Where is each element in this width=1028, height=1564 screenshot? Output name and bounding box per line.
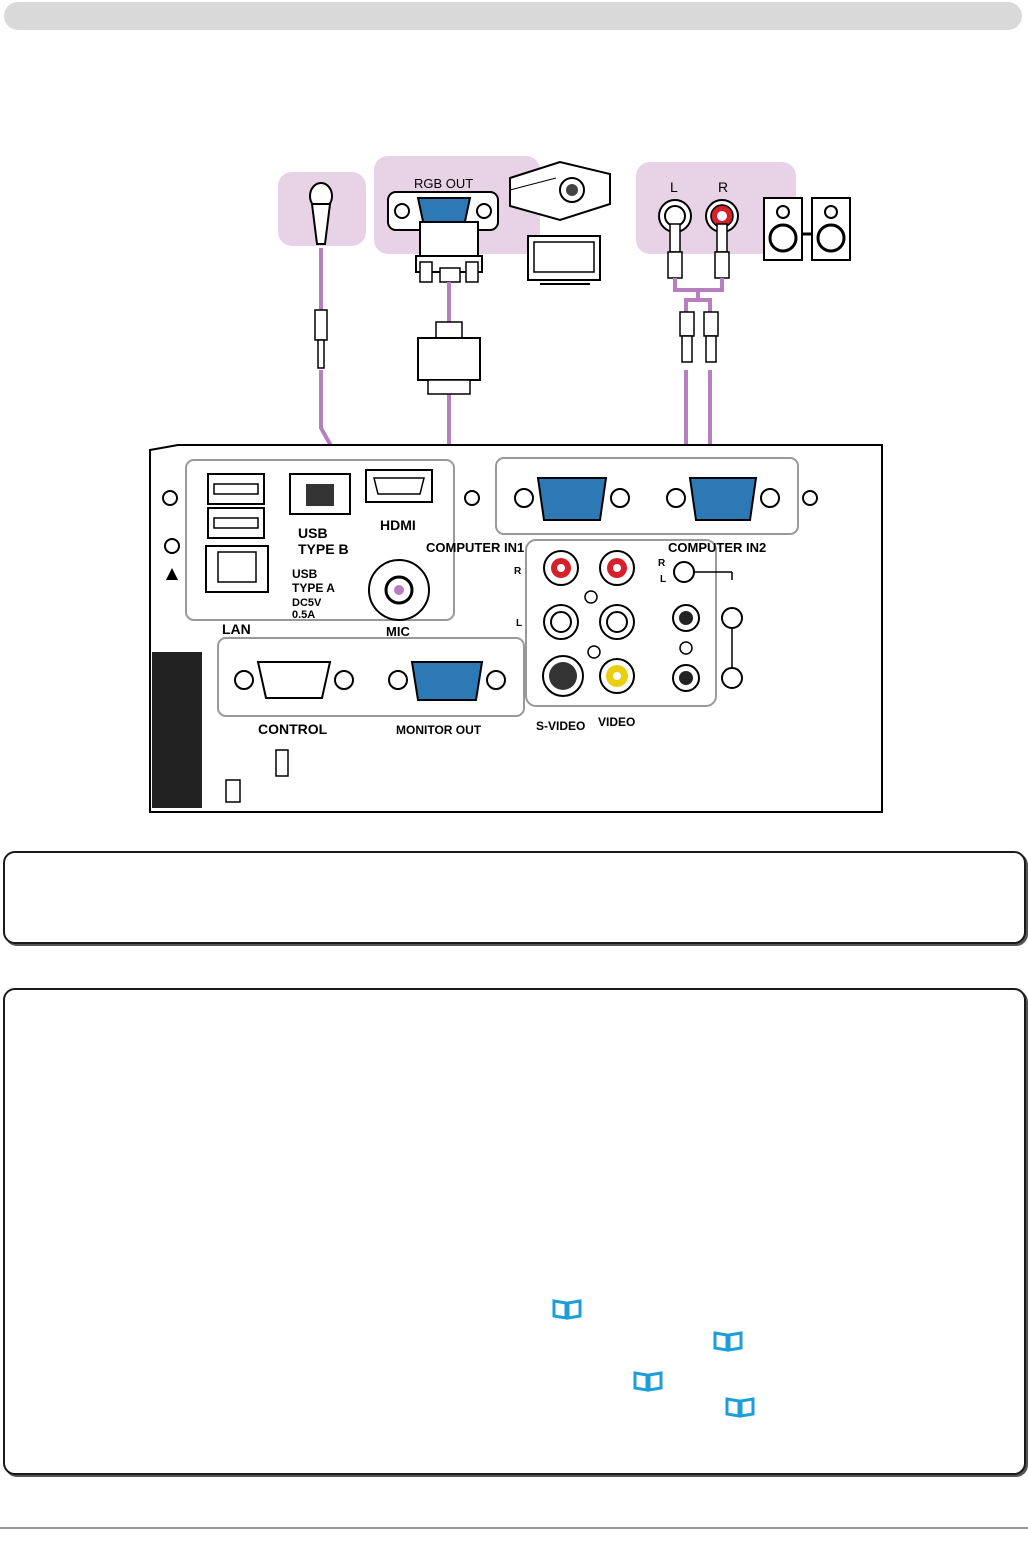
control-port bbox=[234, 661, 354, 699]
mic-label: MIC bbox=[386, 624, 410, 639]
computer-in1-label: COMPUTER IN1 bbox=[426, 540, 524, 555]
audio-in2-r-label: R bbox=[658, 558, 666, 569]
audio-out-r-jack bbox=[705, 199, 739, 233]
note-box-top bbox=[3, 851, 1026, 944]
video-label: VIDEO bbox=[598, 715, 635, 729]
usb-type-a-label-4: 0.5A bbox=[292, 609, 315, 621]
connection-diagram: RGB OUT L R bbox=[149, 156, 883, 813]
audio-in1-l-label: L bbox=[516, 618, 522, 629]
audio-in2-l-label: L bbox=[660, 574, 666, 585]
audio-cable-split bbox=[673, 278, 724, 292]
footer-rule bbox=[0, 1527, 1028, 1529]
rca-plugs-mid bbox=[679, 311, 719, 363]
hdmi-label: HDMI bbox=[380, 517, 416, 533]
projector-icon bbox=[509, 160, 611, 222]
page-header-bar bbox=[4, 2, 1022, 30]
note-box-notes bbox=[3, 988, 1026, 1475]
book-reference-icon bbox=[552, 1299, 582, 1320]
usb-type-a-label-2: TYPE A bbox=[292, 581, 335, 595]
audio-in1-r-label: R bbox=[514, 566, 522, 577]
audio-out-l-label: L bbox=[670, 179, 678, 195]
book-reference-icon bbox=[725, 1397, 755, 1418]
usb-type-a-label-3: DC5V bbox=[292, 597, 322, 609]
vga-cable-plug-top bbox=[415, 221, 483, 283]
s-video-label: S-VIDEO bbox=[536, 719, 585, 733]
rgb-out-label: RGB OUT bbox=[414, 176, 473, 191]
rca-plug-l-top bbox=[667, 223, 683, 279]
usb-type-a-label-1: USB bbox=[292, 567, 318, 581]
computer-in2-port bbox=[666, 477, 780, 521]
book-reference-icon bbox=[633, 1371, 663, 1392]
monitor-out-label: MONITOR OUT bbox=[396, 723, 482, 737]
monitor-icon bbox=[527, 235, 601, 285]
rca-plug-r-top bbox=[714, 223, 730, 279]
microphone-icon bbox=[309, 182, 333, 245]
audio-cable-split-bottom bbox=[684, 290, 700, 312]
monitor-out-port bbox=[388, 661, 506, 701]
computer-in2-label: COMPUTER IN2 bbox=[668, 540, 766, 555]
control-label: CONTROL bbox=[258, 721, 328, 737]
speakers-icon bbox=[763, 197, 851, 261]
usb-type-b-label-1: USB bbox=[298, 525, 328, 541]
lan-label: LAN bbox=[222, 621, 251, 637]
mic-plug bbox=[314, 309, 328, 369]
vga-cable-plug-bottom bbox=[417, 321, 481, 395]
book-reference-icon bbox=[713, 1331, 743, 1352]
computer-in1-port bbox=[514, 477, 630, 521]
audio-out-r-label: R bbox=[718, 179, 728, 195]
usb-type-b-label-2: TYPE B bbox=[298, 541, 349, 557]
projector-back-panel bbox=[149, 444, 883, 813]
